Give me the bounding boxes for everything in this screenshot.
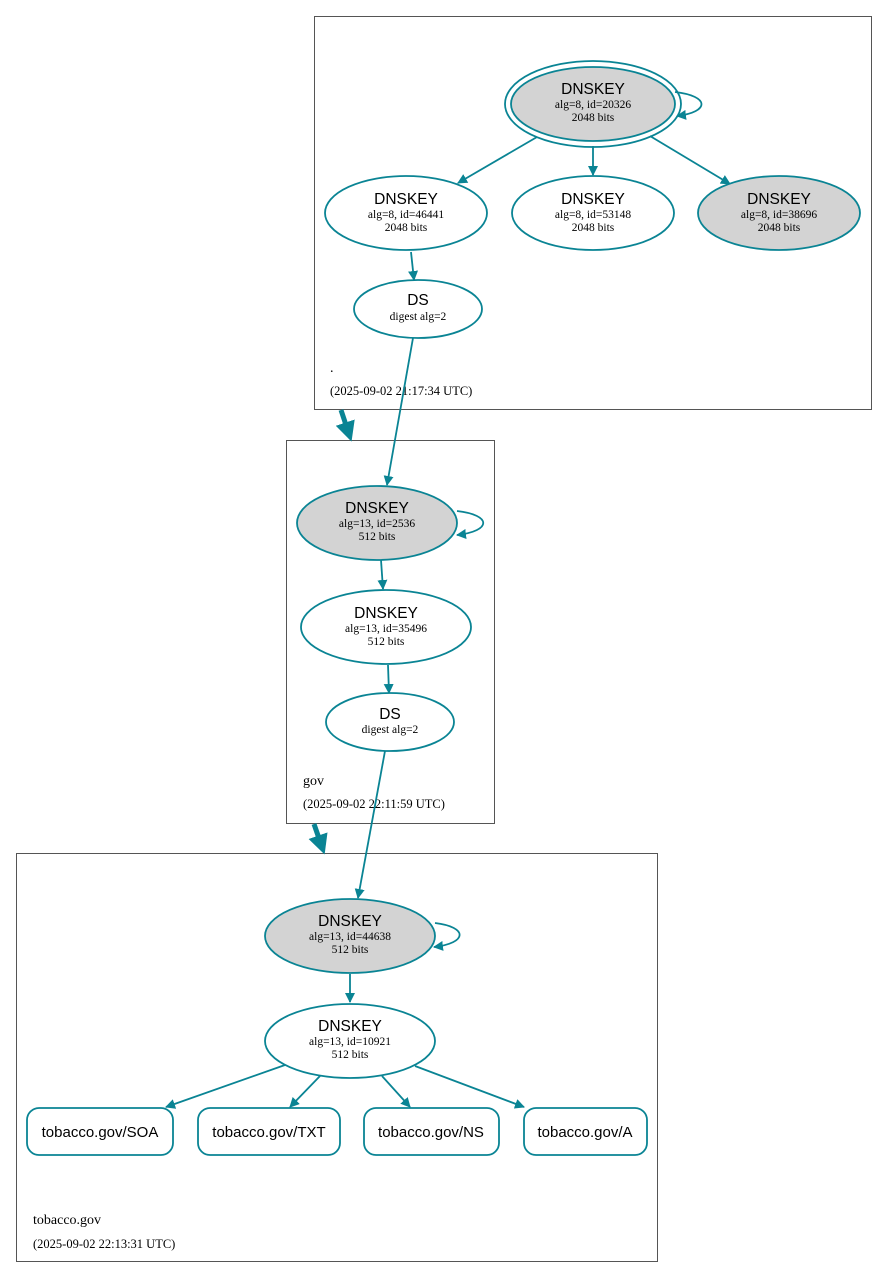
rrset-soa-label: tobacco.gov/SOA <box>42 1124 159 1141</box>
rrset-ns[interactable]: tobacco.gov/NS <box>363 1107 500 1156</box>
node-gov-ksk[interactable]: DNSKEY alg=13, id=2536 512 bits <box>296 485 458 561</box>
node-root-zsk2-detail: alg=8, id=53148 <box>555 209 631 221</box>
zone-gov-border <box>286 440 495 824</box>
node-gov-ds-detail: digest alg=2 <box>362 724 419 736</box>
node-tob-ksk[interactable]: DNSKEY alg=13, id=44638 512 bits <box>264 898 436 974</box>
node-gov-zsk-type: DNSKEY <box>354 605 418 622</box>
node-root-key3-detail: alg=8, id=38696 <box>741 209 817 221</box>
node-gov-ksk-detail: alg=13, id=2536 <box>339 518 415 530</box>
node-root-ds-detail: digest alg=2 <box>390 311 447 323</box>
edge-gov-ksk-zsk <box>377 559 388 590</box>
node-root-zsk1-bits: 2048 bits <box>385 222 428 234</box>
rrset-txt[interactable]: tobacco.gov/TXT <box>197 1107 341 1156</box>
node-root-zsk1-type: DNSKEY <box>374 191 438 208</box>
node-root-zsk1[interactable]: DNSKEY alg=8, id=46441 2048 bits <box>324 175 488 251</box>
node-gov-ds-ellipse <box>325 692 455 752</box>
zone-gov: gov (2025-09-02 22:11:59 UTC) <box>286 440 495 824</box>
edge-root-ds-gov-ksk <box>383 337 414 486</box>
rrset-a-box <box>523 1107 648 1156</box>
node-root-ksk-ellipse <box>510 66 676 142</box>
node-root-ds-type: DS <box>407 292 429 309</box>
zone-tobacco-border <box>16 853 658 1262</box>
node-tob-ksk-ellipse <box>264 898 436 974</box>
edge-tob-zsk-soa <box>165 1064 286 1109</box>
node-root-ksk-bits: 2048 bits <box>572 112 615 124</box>
edge-tob-zsk-txt <box>289 1075 321 1108</box>
node-root-key3[interactable]: DNSKEY alg=8, id=38696 2048 bits <box>697 175 861 251</box>
node-root-ksk-type: DNSKEY <box>561 81 625 98</box>
edge-gov-zsk-ds <box>383 664 394 694</box>
node-root-ds-ellipse <box>353 279 483 339</box>
edge-root-ksk-zsk1 <box>457 136 538 184</box>
node-root-key3-ellipse <box>697 175 861 251</box>
rrset-a[interactable]: tobacco.gov/A <box>523 1107 648 1156</box>
node-root-zsk2-bits: 2048 bits <box>572 222 615 234</box>
zone-root-border <box>314 16 872 410</box>
node-root-zsk1-ellipse <box>324 175 488 251</box>
node-tob-ksk-type: DNSKEY <box>318 913 382 930</box>
rrset-txt-box <box>197 1107 341 1156</box>
rrset-ns-box <box>363 1107 500 1156</box>
node-root-zsk2-type: DNSKEY <box>561 191 625 208</box>
zone-root: . (2025-09-02 21:17:34 UTC) <box>314 16 872 410</box>
zone-gov-timestamp: (2025-09-02 22:11:59 UTC) <box>303 797 445 811</box>
node-root-zsk2[interactable]: DNSKEY alg=8, id=53148 2048 bits <box>511 175 675 251</box>
delegation-arrow-root-gov <box>335 409 355 442</box>
node-root-ksk-detail: alg=8, id=20326 <box>555 99 631 111</box>
node-root-zsk1-detail: alg=8, id=46441 <box>368 209 444 221</box>
node-tob-zsk-type: DNSKEY <box>318 1018 382 1035</box>
node-tob-zsk-detail: alg=13, id=10921 <box>309 1036 391 1048</box>
self-sign-loop-root-ksk <box>674 91 703 120</box>
node-tob-ksk-detail: alg=13, id=44638 <box>309 931 391 943</box>
node-gov-ksk-type: DNSKEY <box>345 500 409 517</box>
node-gov-ksk-ellipse <box>296 485 458 561</box>
node-root-key3-bits: 2048 bits <box>758 222 801 234</box>
node-gov-ksk-bits: 512 bits <box>359 531 396 543</box>
node-gov-ds-type: DS <box>379 706 401 723</box>
node-gov-zsk-ellipse <box>300 589 472 665</box>
rrset-soa-box <box>26 1107 174 1156</box>
node-tob-zsk-ellipse <box>264 1003 436 1079</box>
edge-root-ksk-key3 <box>649 135 731 185</box>
self-sign-loop-gov-ksk <box>456 510 485 539</box>
self-sign-loop-tob-ksk <box>433 922 461 951</box>
node-tob-ksk-bits: 512 bits <box>332 944 369 956</box>
rrset-soa[interactable]: tobacco.gov/SOA <box>26 1107 174 1156</box>
zone-gov-name: gov <box>303 774 324 789</box>
node-gov-zsk-detail: alg=13, id=35496 <box>345 623 427 635</box>
node-gov-zsk[interactable]: DNSKEY alg=13, id=35496 512 bits <box>300 589 472 665</box>
delegation-arrow-gov-tobacco <box>308 823 328 855</box>
zone-root-name: . <box>330 361 334 376</box>
edge-tob-zsk-ns <box>381 1075 411 1108</box>
node-tob-zsk[interactable]: DNSKEY alg=13, id=10921 512 bits <box>264 1003 436 1079</box>
zone-tobacco-timestamp: (2025-09-02 22:13:31 UTC) <box>33 1237 175 1251</box>
edge-tob-zsk-a <box>414 1065 525 1109</box>
node-root-zsk2-ellipse <box>511 175 675 251</box>
node-gov-zsk-bits: 512 bits <box>368 636 405 648</box>
trust-anchor-ring <box>504 60 682 148</box>
node-root-key3-type: DNSKEY <box>747 191 811 208</box>
rrset-ns-label: tobacco.gov/NS <box>378 1124 484 1141</box>
edge-root-zsk1-ds <box>408 251 419 281</box>
zone-tobacco-name: tobacco.gov <box>33 1213 101 1228</box>
node-tob-zsk-bits: 512 bits <box>332 1049 369 1061</box>
rrset-txt-label: tobacco.gov/TXT <box>212 1124 325 1141</box>
rrset-a-label: tobacco.gov/A <box>537 1124 632 1141</box>
zone-root-timestamp: (2025-09-02 21:17:34 UTC) <box>330 384 472 398</box>
node-root-ds[interactable]: DS digest alg=2 <box>353 279 483 339</box>
node-gov-ds[interactable]: DS digest alg=2 <box>325 692 455 752</box>
edge-gov-ds-tob-ksk <box>354 750 386 899</box>
zone-tobacco-gov: tobacco.gov (2025-09-02 22:13:31 UTC) <box>16 853 658 1262</box>
node-root-ksk[interactable]: DNSKEY alg=8, id=20326 2048 bits <box>504 60 682 148</box>
